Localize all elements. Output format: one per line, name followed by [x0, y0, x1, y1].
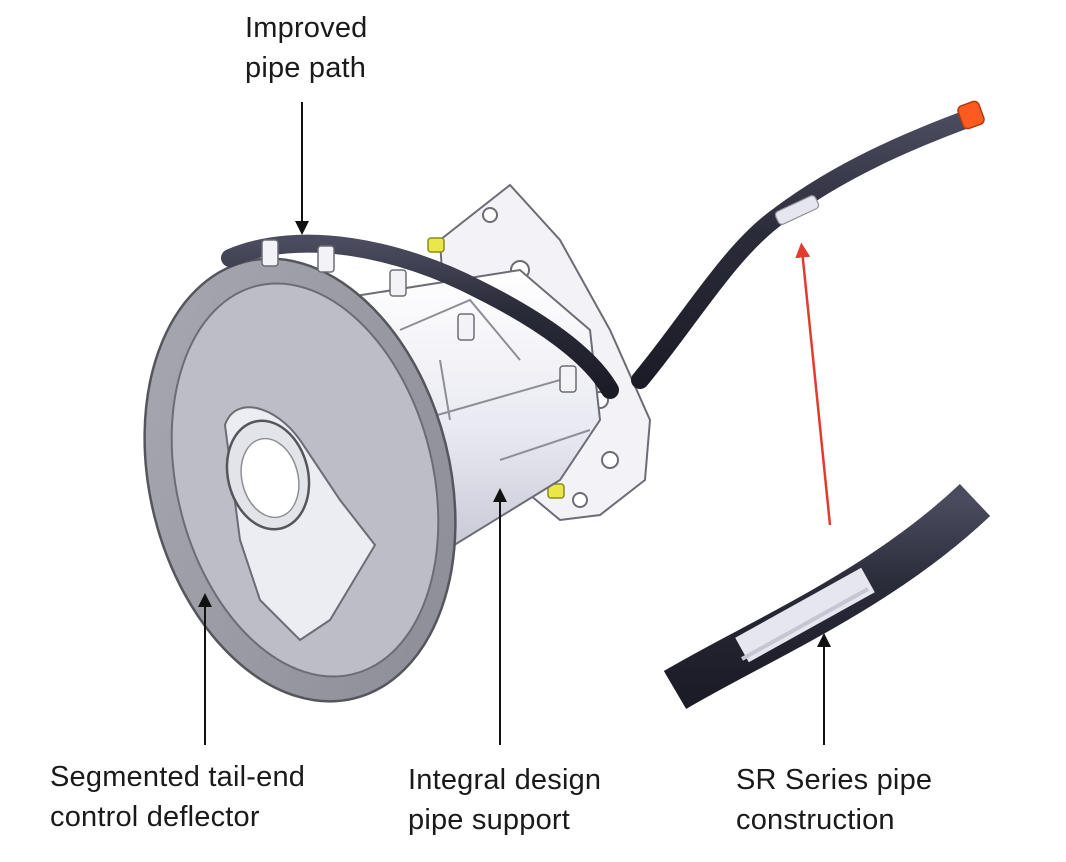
- label-sr-series-pipe: SR Series pipe construction: [736, 760, 932, 840]
- label-line: pipe support: [408, 804, 571, 836]
- label-segmented-deflector: Segmented tail-end control deflector: [50, 757, 305, 837]
- label-line: Integral design: [408, 764, 602, 796]
- label-line: construction: [736, 804, 895, 836]
- label-line: Segmented tail-end: [50, 761, 306, 793]
- label-line: control deflector: [50, 801, 260, 833]
- segmented-disk: [143, 257, 457, 703]
- pipe-inset: [663, 484, 991, 709]
- label-line: pipe path: [245, 52, 367, 84]
- label-improved-pipe-path: Improved pipe path: [245, 8, 368, 88]
- zoom-highlight-arrow: [795, 242, 832, 526]
- hose: [221, 100, 985, 399]
- label-line: Improved: [245, 12, 368, 44]
- label-line: SR Series pipe: [736, 764, 933, 796]
- label-integral-pipe-support: Integral design pipe support: [408, 760, 601, 840]
